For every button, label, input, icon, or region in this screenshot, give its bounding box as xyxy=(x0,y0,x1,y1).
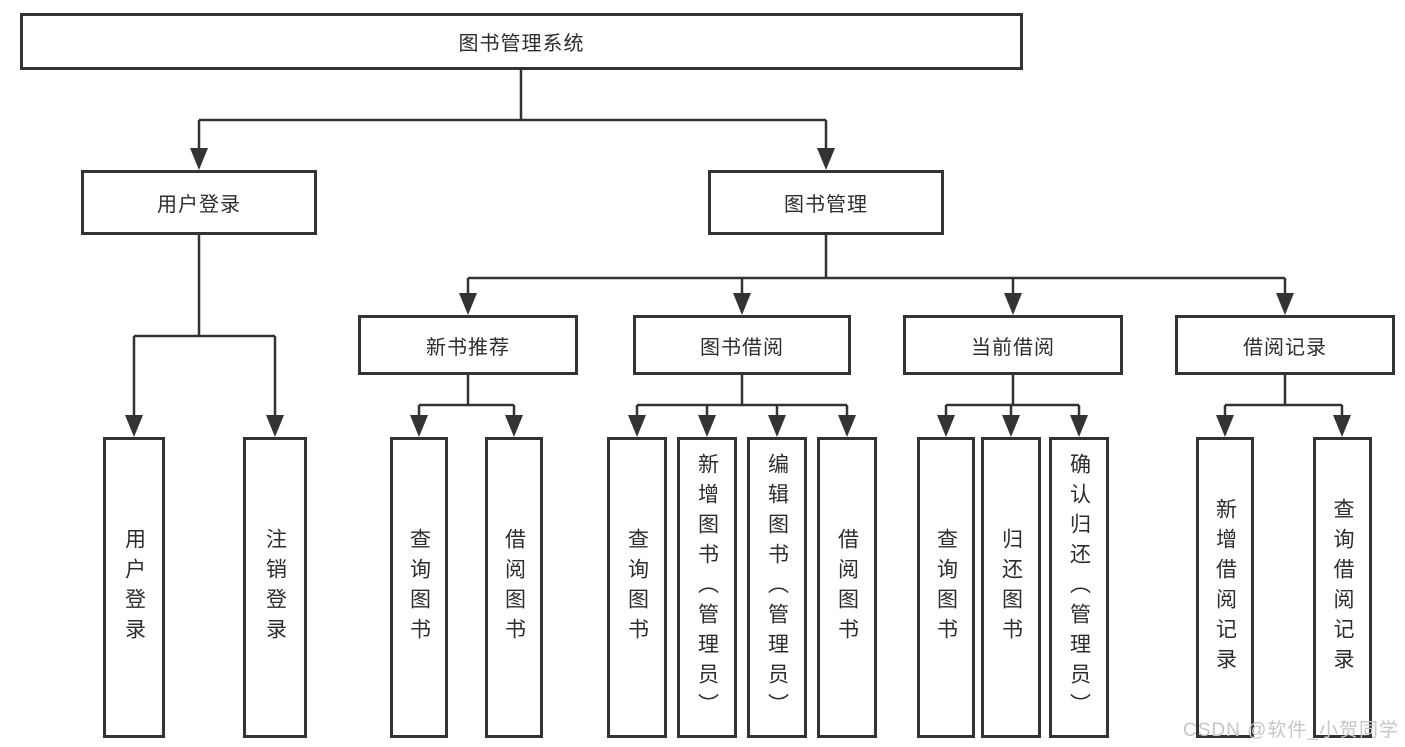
node-label: 图书管理系统 xyxy=(458,33,585,55)
leaf-label: 编辑图书（管理员） xyxy=(765,452,789,723)
leaf-label: 新增借阅记录 xyxy=(1213,497,1237,678)
leaf-label: 查询图书 xyxy=(407,527,431,648)
leaf-label: 借阅图书 xyxy=(502,527,526,648)
leaf-borrow-books: 借阅图书 xyxy=(485,437,543,738)
node-user-login: 用户登录 xyxy=(81,170,317,235)
leaf-label: 用户登录 xyxy=(122,527,146,648)
leaf-query-books: 查询图书 xyxy=(390,437,448,738)
leaf-query-books: 查询图书 xyxy=(607,437,667,738)
arrowhead-group xyxy=(125,148,1351,437)
leaf-label: 确认归还（管理员） xyxy=(1067,452,1091,723)
leaf-add-books-admin: 新增图书（管理员） xyxy=(677,437,737,738)
node-label: 当前借阅 xyxy=(971,336,1055,359)
leaf-confirm-return-admin: 确认归还（管理员） xyxy=(1049,437,1109,738)
leaf-logout: 注销登录 xyxy=(243,437,307,738)
node-borrow-records: 借阅记录 xyxy=(1175,315,1395,375)
node-label: 借阅记录 xyxy=(1243,336,1327,359)
node-book-borrow: 图书借阅 xyxy=(633,315,851,375)
node-label: 图书管理 xyxy=(784,194,868,216)
leaf-query-borrow-record: 查询借阅记录 xyxy=(1313,437,1372,738)
csdn-watermark: CSDN @软件_小贺同学 xyxy=(1183,720,1399,741)
leaf-label: 新增图书（管理员） xyxy=(695,452,719,723)
leaf-add-borrow-record: 新增借阅记录 xyxy=(1196,437,1254,738)
leaf-return-books: 归还图书 xyxy=(981,437,1041,738)
node-root-system: 图书管理系统 xyxy=(20,13,1023,70)
node-book-management: 图书管理 xyxy=(708,170,944,235)
leaf-label: 查询图书 xyxy=(625,527,649,648)
node-label: 新书推荐 xyxy=(426,336,510,359)
node-current-borrow: 当前借阅 xyxy=(903,315,1123,375)
node-label: 用户登录 xyxy=(157,194,241,216)
leaf-user-login: 用户登录 xyxy=(103,437,165,738)
node-new-book-recommend: 新书推荐 xyxy=(358,315,578,375)
leaf-label: 归还图书 xyxy=(999,527,1023,648)
leaf-borrow-books: 借阅图书 xyxy=(817,437,877,738)
leaf-label: 借阅图书 xyxy=(835,527,859,648)
node-label: 图书借阅 xyxy=(700,336,784,359)
leaf-edit-books-admin: 编辑图书（管理员） xyxy=(747,437,807,738)
leaf-label: 注销登录 xyxy=(263,527,287,648)
leaf-label: 查询借阅记录 xyxy=(1331,497,1354,678)
leaf-query-books: 查询图书 xyxy=(917,437,975,738)
leaf-label: 查询图书 xyxy=(934,527,958,648)
